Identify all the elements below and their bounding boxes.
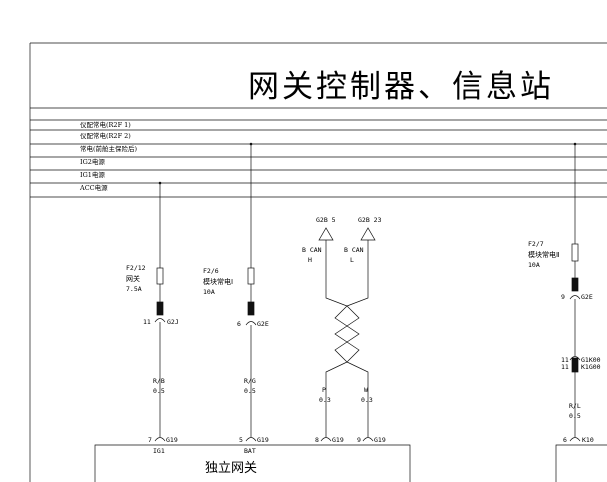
pin-code: G19 <box>166 436 178 444</box>
wire-color: R/G <box>244 377 256 385</box>
diagram-title: 网关控制器、信息站 <box>248 69 554 105</box>
wire-size: 0.5 <box>153 387 165 395</box>
pin-arc <box>569 437 581 442</box>
pin-arc <box>362 437 374 442</box>
circuit-right: F2/7 模块常电Ⅱ 10A 9 G2E 11 11 G1K00 K1G00 R… <box>528 142 601 444</box>
fuse-name: 模块常电Ⅱ <box>528 250 559 259</box>
can-h-label2: H <box>308 256 312 264</box>
pin-code: G19 <box>332 436 344 444</box>
junction-dot <box>573 142 577 146</box>
connector-code: G2J <box>167 318 179 326</box>
fuse-rating: 7.5A <box>126 285 142 293</box>
pin-number: 7 <box>148 436 152 444</box>
gateway-module: 独立网关 <box>94 444 607 482</box>
can-l-arrow <box>360 227 376 241</box>
module-box-right <box>555 444 607 482</box>
wire-color: R/L <box>569 402 581 410</box>
pin-code: G19 <box>257 436 269 444</box>
rail-label: IG2电源 <box>80 157 105 166</box>
can-l-target: G2B 23 <box>358 216 382 224</box>
connector-block <box>156 301 164 316</box>
fuse-symbol <box>571 243 579 262</box>
module-box <box>94 444 411 482</box>
connector-code: G1K00 <box>581 356 601 364</box>
module-name: 独立网关 <box>205 461 257 476</box>
rail-label: 常电(前舱主保险后) <box>80 144 138 153</box>
wire-size: 0.3 <box>361 396 373 404</box>
fuse-code: F2/12 <box>126 264 146 272</box>
connector-arc <box>569 295 581 300</box>
wire-color: W <box>364 386 368 394</box>
fuse-rating: 10A <box>203 288 215 296</box>
fuse-symbol <box>247 267 255 285</box>
fuse-symbol <box>156 267 164 285</box>
connector-code: K1G00 <box>581 363 601 371</box>
pin-arc <box>320 437 332 442</box>
pin-arc <box>245 437 257 442</box>
wire-size: 0.5 <box>244 387 256 395</box>
fuse-rating: 10A <box>528 261 540 269</box>
pin-name: BAT <box>244 447 256 455</box>
wire-size: 0.5 <box>569 412 581 420</box>
wire-color: R/B <box>153 377 165 385</box>
can-l-label: B CAN <box>344 246 364 254</box>
rail-label: 仪配常电(R2F 2) <box>80 131 131 140</box>
connector-block <box>571 277 579 292</box>
pin-number: 8 <box>315 436 319 444</box>
connector-block <box>247 301 255 316</box>
connector-pin: 11 <box>143 318 151 326</box>
power-rails: 仪配常电(R2F 1) 仪配常电(R2F 2) 常电(前舱主保险后) IG2电源… <box>30 119 607 198</box>
wire <box>346 361 369 437</box>
wire-color: P <box>322 386 326 394</box>
twisted-pair <box>334 305 360 363</box>
wire <box>325 361 348 437</box>
can-h-arrow <box>318 227 334 241</box>
connector-pin: 11 <box>561 363 569 371</box>
pin-name: IG1 <box>153 447 165 455</box>
circuit-ig1: F2/12 网关 7.5A 11 G2J R/B 0.5 7 G19 IG1 <box>126 181 179 455</box>
connector-arc <box>245 321 257 326</box>
can-h-label: B CAN <box>302 246 322 254</box>
pin-number: 5 <box>239 436 243 444</box>
can-h-target: G2B 5 <box>316 216 336 224</box>
fuse-code: F2/7 <box>528 240 544 248</box>
junction-dot <box>158 181 162 185</box>
connector-block <box>571 357 579 373</box>
connector-pin: 6 <box>237 320 241 328</box>
wire <box>325 240 348 307</box>
connector-pin: 9 <box>561 293 565 301</box>
wire-size: 0.3 <box>319 396 331 404</box>
fuse-name: 模块常电Ⅰ <box>203 277 233 286</box>
fuse-name: 网关 <box>126 274 140 283</box>
connector-code: G2E <box>257 320 269 328</box>
connector-code: G2E <box>581 293 593 301</box>
fuse-code: F2/6 <box>203 267 219 275</box>
junction-dot <box>249 142 253 146</box>
rail-label: 仪配常电(R2F 1) <box>80 120 131 129</box>
connector-arc <box>569 356 581 361</box>
connector-pin: 11 <box>561 356 569 364</box>
pin-number: 9 <box>357 436 361 444</box>
pin-arc <box>154 437 166 442</box>
rail-label: IG1电源 <box>80 170 105 179</box>
rail-label: ACC电源 <box>79 183 108 192</box>
circuit-bat: F2/6 模块常电Ⅰ 10A 6 G2E R/G 0.5 5 G19 BAT <box>203 142 269 455</box>
pin-number: 6 <box>563 436 567 444</box>
circuit-can: G2B 5 G2B 23 B CAN H B CAN L P 0.3 W 0.3… <box>302 216 386 444</box>
pin-code: K10 <box>582 436 594 444</box>
wire <box>346 240 369 307</box>
twisted-pair <box>334 305 360 363</box>
connector-arc <box>154 318 166 323</box>
pin-code: G19 <box>374 436 386 444</box>
can-l-label2: L <box>350 256 354 264</box>
